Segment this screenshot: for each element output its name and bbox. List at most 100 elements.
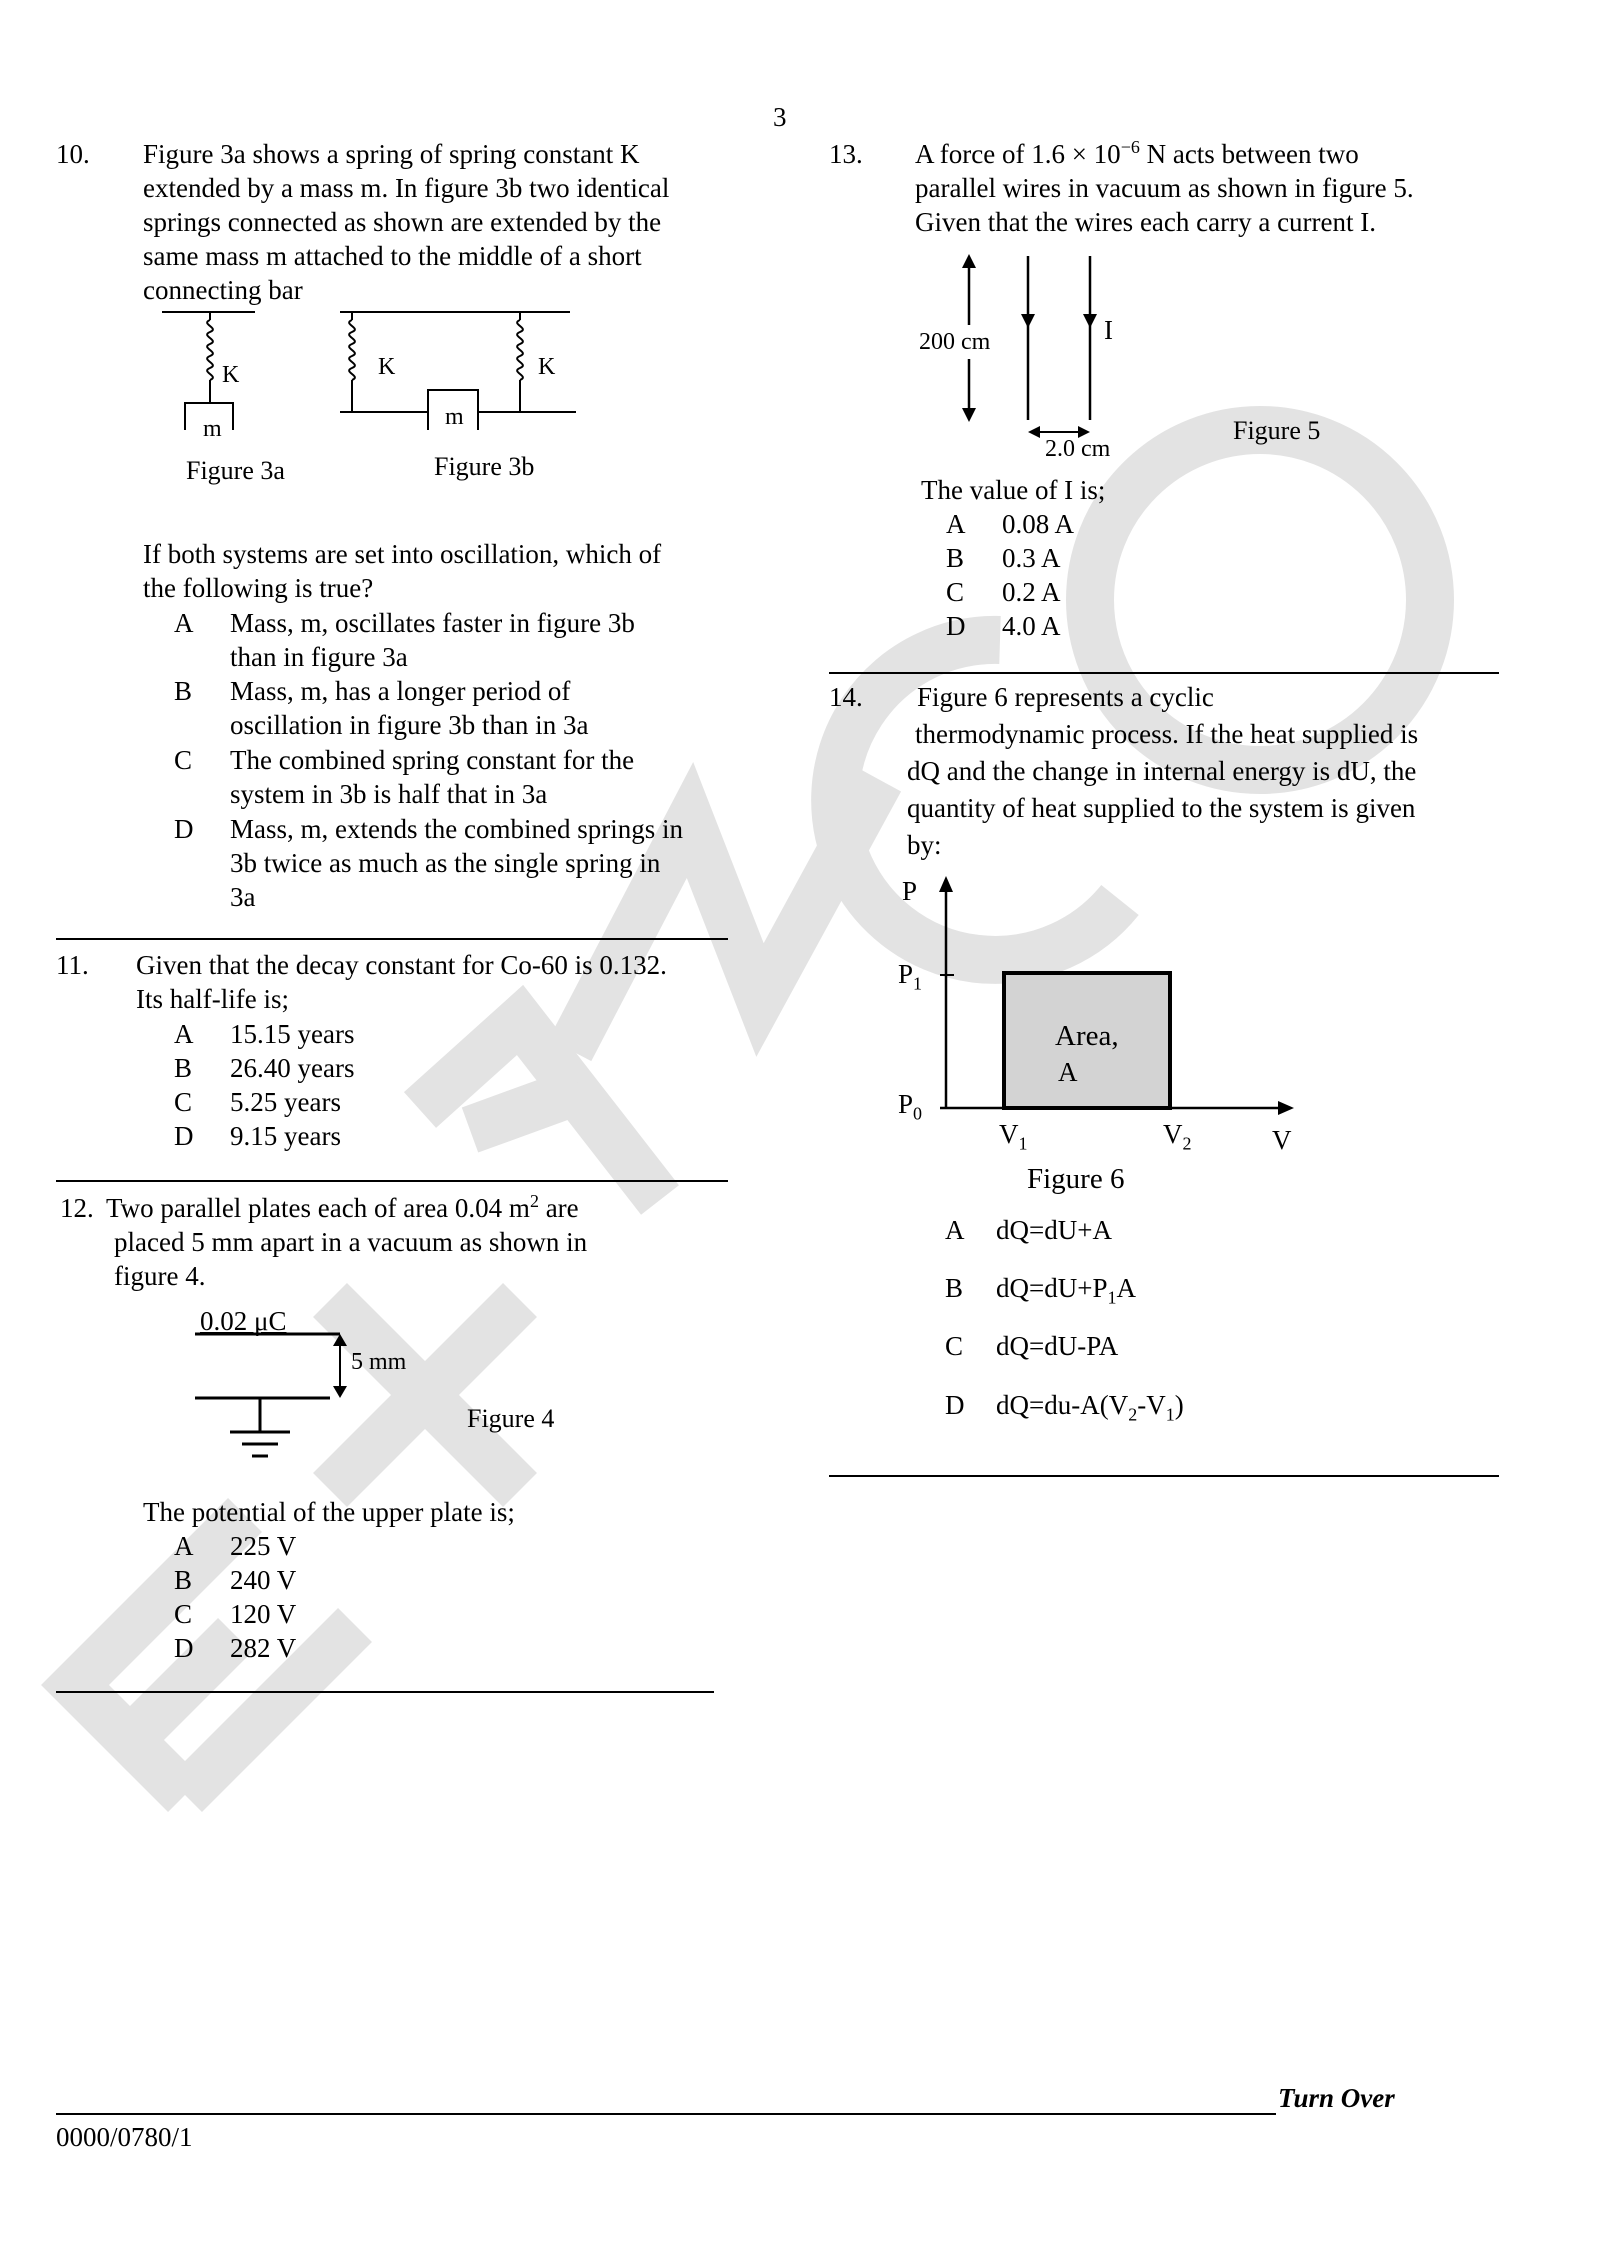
q12-area-exponent: 2	[529, 1191, 539, 1211]
option-text: dQ=dU+A	[996, 1215, 1112, 1245]
question-13-line-1: A force of 1.6 × 10−6 N acts between two	[915, 137, 1359, 171]
option-letter: B	[174, 1565, 193, 1595]
q12-text-a: Two parallel plates each of area	[106, 1193, 455, 1223]
fig3b-mass-label: m	[445, 404, 464, 430]
fig6-p-axis-label: P	[902, 876, 918, 906]
option-text: 3b twice as much as the single spring in	[230, 848, 661, 878]
option-text: Mass, m, oscillates faster in figure 3b	[230, 608, 635, 638]
question-14-number: 14.	[829, 682, 863, 712]
fig3a-mass-label: m	[203, 416, 222, 442]
question-10-line-1: Figure 3a shows a spring of spring const…	[143, 139, 640, 169]
figure-3b-caption: Figure 3b	[434, 452, 535, 481]
p1-letter: P	[898, 959, 914, 989]
p-axis-arrow	[939, 876, 953, 892]
fig4-gap-label: 5 mm	[351, 1349, 407, 1375]
option-letter: A	[945, 1215, 965, 1245]
question-11-line-1: Given that the decay constant for Co-60 …	[136, 950, 667, 980]
option-b-text-a: dQ=dU+P	[996, 1273, 1108, 1303]
option-text: 0.3 A	[1002, 543, 1061, 573]
question-14-line-3: dQ and the change in internal energy is …	[907, 756, 1417, 786]
question-14-line-5: by:	[907, 830, 942, 860]
paper-code: 0000/0780/1	[56, 2122, 193, 2152]
wire-2-current-arrow	[1083, 314, 1097, 328]
question-12-line-1: Two parallel plates each of area 0.04 m2…	[106, 1191, 579, 1225]
option-text: 225 V	[230, 1531, 297, 1561]
question-14-line-2: thermodynamic process. If the heat suppl…	[915, 719, 1419, 749]
option-text: The combined spring constant for the	[230, 745, 635, 775]
option-letter: C	[946, 577, 965, 607]
option-text: oscillation in figure 3b than in 3a	[230, 710, 589, 740]
figure-4-plates	[195, 1332, 347, 1458]
option-text: Mass, m, extends the combined springs in	[230, 814, 683, 844]
option-text: 120 V	[230, 1599, 297, 1629]
option-text: 282 V	[230, 1633, 297, 1663]
option-b-text-b: A	[1116, 1273, 1136, 1303]
option-d-text-mid: -V	[1137, 1390, 1166, 1420]
q12-area-value: 0.04 m	[454, 1193, 530, 1223]
option-letter: B	[945, 1273, 964, 1303]
v-axis-arrow	[1278, 1101, 1294, 1115]
spring-3a	[206, 319, 214, 381]
gap-arrow-down	[333, 1386, 347, 1398]
question-12-prompt: The potential of the upper plate is;	[143, 1497, 515, 1527]
fig3b-spring-right-label: K	[538, 354, 556, 380]
question-10-line-3: springs connected as shown are extended …	[143, 207, 662, 237]
spring-3b-right	[516, 319, 524, 381]
question-12-line-2: placed 5 mm apart in a vacuum as shown i…	[114, 1227, 588, 1257]
option-letter: A	[174, 608, 194, 638]
option-text: dQ=dU+P1A	[996, 1271, 1136, 1308]
figure-6-pv-diagram	[939, 876, 1294, 1115]
v2-subscript: 2	[1182, 1133, 1192, 1154]
v1-letter: V	[999, 1119, 1019, 1149]
separator-q14	[829, 1475, 1499, 1477]
option-b-subscript: 1	[1107, 1287, 1117, 1308]
option-letter: C	[174, 745, 193, 775]
question-12-number: 12.	[60, 1193, 94, 1223]
option-letter: D	[174, 814, 194, 844]
question-13-prompt: The value of I is;	[921, 475, 1106, 505]
question-13-number: 13.	[829, 139, 863, 169]
separator-q10	[56, 938, 728, 940]
fig5-separation-label: 2.0 cm	[1045, 436, 1111, 462]
figure-3a-caption: Figure 3a	[186, 456, 285, 485]
fig4-charge-label: 0.02 μC	[200, 1306, 287, 1336]
question-10-line-2: extended by a mass m. In figure 3b two i…	[143, 173, 670, 203]
question-13-line-2: parallel wires in vacuum as shown in fig…	[915, 173, 1414, 203]
option-text: dQ=du-A(V2-V1)	[996, 1388, 1184, 1425]
option-text: 0.2 A	[1002, 577, 1061, 607]
fig3a-spring-label: K	[222, 362, 240, 388]
separator-q12	[56, 1691, 714, 1693]
question-10-prompt-2: the following is true?	[143, 573, 374, 603]
cycle-area	[1002, 971, 1172, 1110]
option-d-subscript-1: 2	[1128, 1404, 1138, 1425]
option-letter: A	[174, 1531, 194, 1561]
option-letter: B	[174, 1053, 193, 1083]
option-letter: D	[174, 1121, 194, 1151]
option-d-text-end: )	[1174, 1390, 1184, 1420]
question-14-line-1: Figure 6 represents a cyclic	[917, 682, 1214, 712]
p0-letter: P	[898, 1089, 914, 1119]
figure-6-caption: Figure 6	[1027, 1163, 1125, 1195]
question-10-line-4: same mass m attached to the middle of a …	[143, 241, 642, 271]
q13-exponent: −6	[1120, 137, 1140, 157]
option-letter: C	[174, 1087, 193, 1117]
p0-subscript: 0	[913, 1103, 923, 1124]
fig6-p1-label: P1	[898, 957, 922, 992]
option-letter: C	[945, 1331, 964, 1361]
option-text: dQ=dU-PA	[996, 1331, 1119, 1361]
option-d-subscript-2: 1	[1165, 1404, 1175, 1425]
question-13-line-3: Given that the wires each carry a curren…	[915, 207, 1377, 237]
spring-3b-left	[348, 319, 356, 381]
option-text: 240 V	[230, 1565, 297, 1595]
figure-5-wires	[962, 254, 1097, 438]
fig6-p0-label: P0	[898, 1087, 923, 1124]
page-number: 3	[773, 102, 787, 132]
figure-5-caption: Figure 5	[1233, 416, 1321, 445]
option-letter: C	[174, 1599, 193, 1629]
gap-arrow-up	[333, 1334, 347, 1346]
option-text: 3a	[230, 882, 256, 912]
v1-subscript: 1	[1018, 1133, 1028, 1154]
question-14-line-4: quantity of heat supplied to the system …	[907, 793, 1416, 823]
option-letter: B	[946, 543, 965, 573]
